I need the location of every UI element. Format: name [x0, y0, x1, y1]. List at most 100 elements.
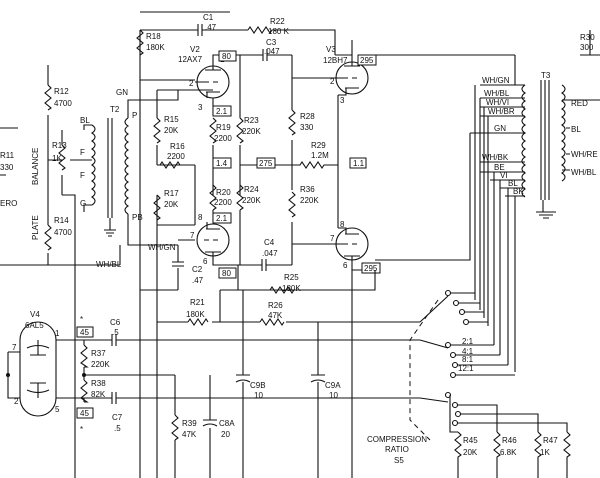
- r39-val: 20K: [463, 448, 478, 457]
- v4-type: 6AL5: [25, 321, 44, 330]
- r12-ref: R12: [54, 87, 69, 96]
- pin-3b: 3: [340, 96, 345, 105]
- r15-ref: R15: [164, 115, 179, 124]
- switch-contact: [444, 289, 452, 297]
- voltage-badge-1-1: [349, 157, 367, 169]
- r25-ref: R25: [284, 273, 299, 282]
- wire: [562, 30, 600, 171]
- ratio-2-1: 2:1: [462, 337, 474, 346]
- c1-val: .47: [205, 23, 217, 32]
- voltage-badge-295-bottom: [361, 262, 381, 274]
- switch-s5-pole2: [419, 339, 449, 349]
- tube-v3b-cathode: [292, 227, 359, 245]
- r14-ref: R14: [54, 216, 69, 225]
- t3-be: BE: [494, 163, 505, 172]
- label-balance: BALANCE: [31, 148, 40, 185]
- pin-1c: 1: [55, 329, 60, 338]
- resistor-r18-zigzag: [136, 29, 144, 56]
- switch-s5-pole3: [419, 397, 449, 403]
- wire: [62, 30, 195, 478]
- t3-wh-br: WH/BR: [488, 107, 515, 116]
- voltage-badge-1-4: [212, 157, 232, 169]
- pin-2: 2: [189, 79, 194, 88]
- voltage-badge-275: [256, 157, 276, 169]
- resistor-r15-zigzag: [153, 117, 161, 144]
- label-ratio: RATIO: [385, 445, 409, 454]
- transformer-t3-core: [536, 80, 556, 219]
- r14-val: 4700: [54, 228, 72, 237]
- r22-val: 180 K: [268, 27, 290, 36]
- c1-ref: C1: [203, 13, 214, 22]
- junction: [82, 373, 86, 377]
- switch-contact: [454, 410, 462, 418]
- pin-3: 3: [198, 103, 203, 112]
- r24-val: 220K: [242, 196, 261, 205]
- c9a-val: 10: [254, 391, 263, 400]
- t3-gn: GN: [494, 124, 506, 133]
- r21-ref: R21: [190, 298, 205, 307]
- wire: [7, 339, 108, 399]
- pin-2c: 2: [14, 397, 19, 406]
- resistor-r27-zigzag: [288, 109, 296, 136]
- t3-bl-out: BL: [571, 125, 581, 134]
- c6-ref: C6: [110, 318, 121, 327]
- r30-ref: R30: [580, 33, 595, 42]
- c9b-val: 10: [329, 391, 338, 400]
- transformer-t3-primary: [521, 84, 526, 198]
- resistor-r22-zigzag: [247, 26, 336, 55]
- c8a-ref: C8A: [219, 419, 235, 428]
- resistor-r39-zigzag: [454, 431, 462, 478]
- wire-p: P: [132, 111, 137, 120]
- r15-val: 20K: [164, 126, 179, 135]
- r22-ref: R22: [270, 17, 285, 26]
- pin-7b: 7: [330, 234, 335, 243]
- resistor-r26-zigzag: [259, 318, 285, 326]
- capacitor-c9b: [310, 374, 326, 383]
- r25-val: 180K: [282, 284, 301, 293]
- capacitor-c8a: [202, 419, 218, 427]
- voltage-80-top: 80: [222, 52, 231, 61]
- r20-ref: R20: [216, 188, 231, 197]
- tube-v2b-plate: [205, 251, 238, 266]
- wire-f2: F: [80, 171, 85, 180]
- voltage-badge-2-1-bottom: [212, 212, 232, 224]
- resistor-r37-zigzag: [80, 379, 89, 403]
- c9b-ref: C9A: [325, 381, 341, 390]
- v3-type: 12BH7: [323, 56, 348, 65]
- transformer-t2-core: [107, 118, 113, 218]
- capacitor-c6: [108, 334, 420, 346]
- switch-contact: [458, 308, 466, 316]
- r19-val: 2200: [214, 134, 232, 143]
- c7-val: .5: [114, 424, 121, 433]
- r27-ref: R28: [300, 112, 315, 121]
- r37-val: 82K: [91, 390, 106, 399]
- c4-val: .047: [262, 249, 278, 258]
- voltage-45-top: 45: [80, 328, 89, 337]
- v2-ref: V2: [190, 45, 200, 54]
- transformer-t2-secondary: [124, 117, 129, 215]
- resistor-r38-zigzag: [171, 414, 179, 441]
- voltage-badge-45-top: [76, 326, 94, 338]
- wire: [470, 84, 525, 197]
- r28-ref: R29: [311, 141, 326, 150]
- label-plate: PLATE: [31, 215, 40, 240]
- resistor-r47-zigzag: [563, 431, 571, 478]
- r27-val: 330: [300, 123, 314, 132]
- c2-val: .47: [192, 276, 204, 285]
- r20-val: 2200: [214, 198, 232, 207]
- r29-val: 220K: [300, 196, 319, 205]
- wire: [450, 292, 515, 376]
- resistor-r24-zigzag: [236, 184, 244, 211]
- wire: [61, 130, 92, 478]
- r13-ref: R13: [52, 141, 67, 150]
- r13-val: 1K: [52, 154, 62, 163]
- switch-contact: [451, 361, 459, 369]
- r45-val: 6.8K: [500, 448, 517, 457]
- switch-contact: [449, 371, 457, 379]
- t3-bl: BL: [508, 179, 518, 188]
- t3-bk: BK: [513, 187, 524, 196]
- pin-8: 8: [198, 213, 203, 222]
- switch-contact: [452, 299, 460, 307]
- label-s5: S5: [394, 456, 404, 465]
- capacitor-c3: [240, 49, 292, 61]
